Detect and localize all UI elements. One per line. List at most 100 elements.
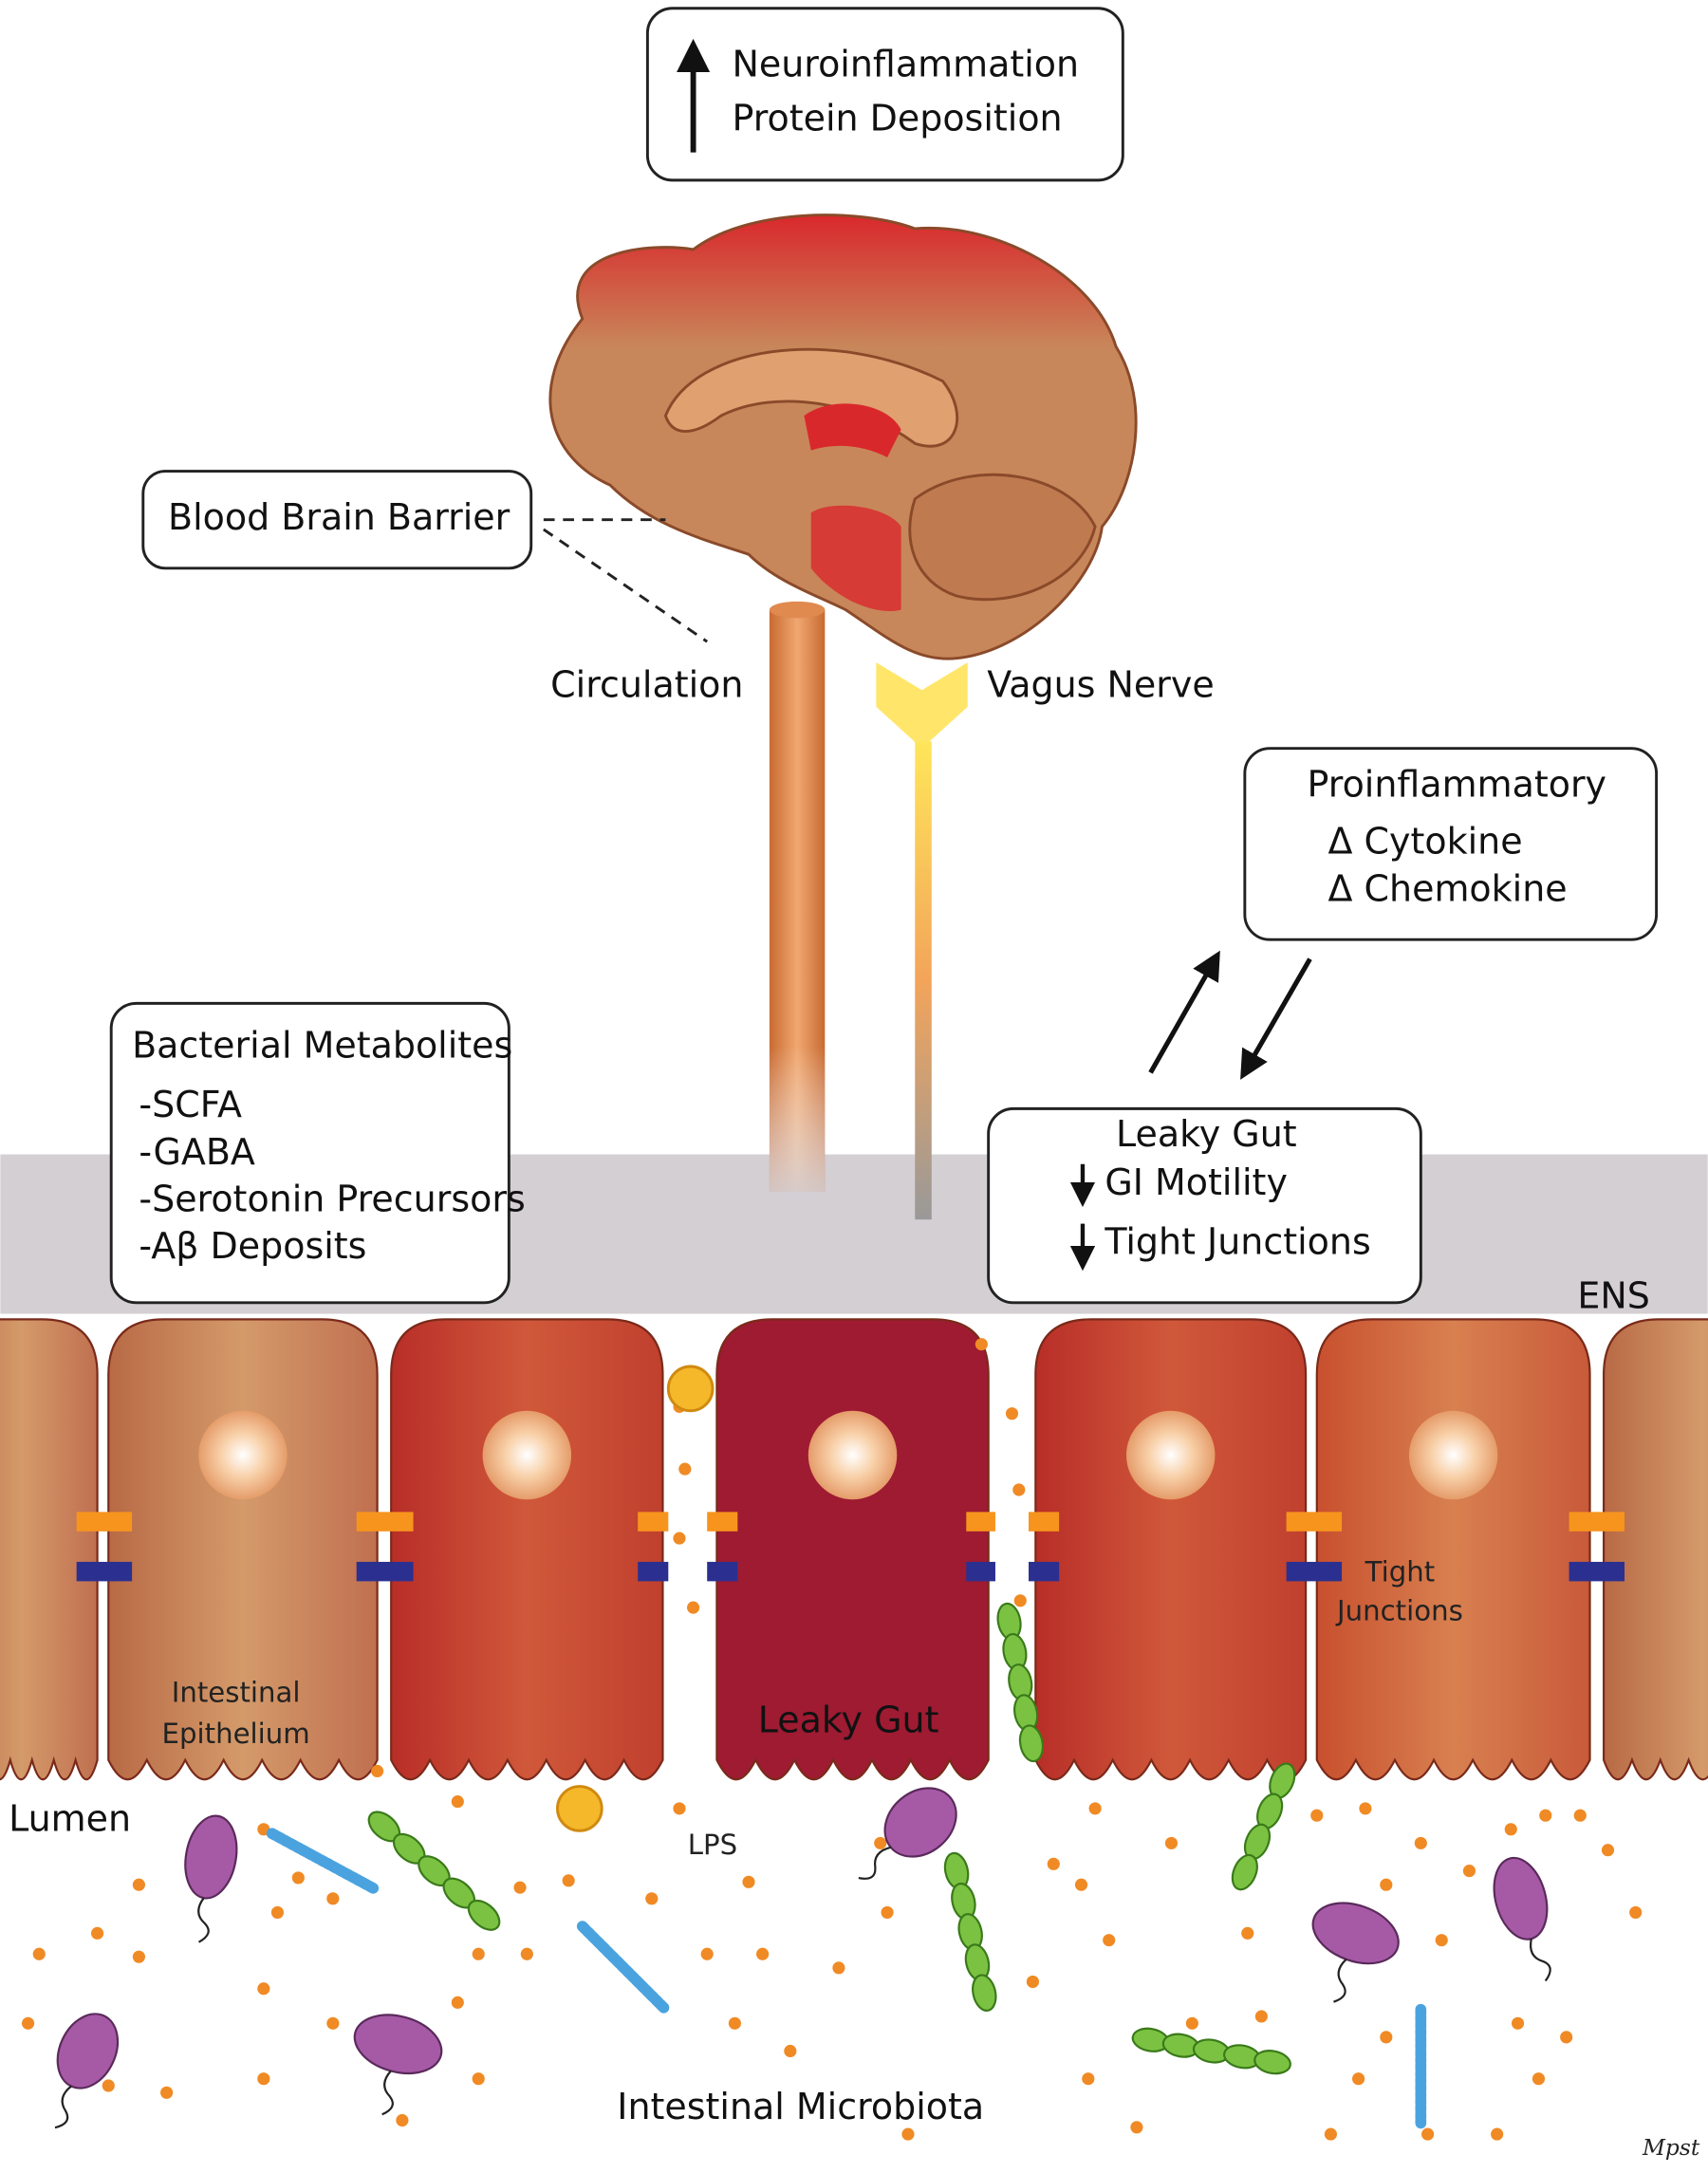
leaky-gut-cell xyxy=(715,1318,990,1781)
lps-dot xyxy=(1511,2016,1525,2030)
lps-dot xyxy=(1560,2031,1573,2044)
junction-blue-bar xyxy=(638,1561,669,1582)
lps-dot xyxy=(874,1836,887,1849)
blue-spiral-bacterium xyxy=(266,1828,381,1895)
lps-dot xyxy=(1012,1483,1026,1496)
cell-nucleus xyxy=(198,1410,288,1500)
leaky-gut-box: Leaky Gut GI Motility Tight Junctions xyxy=(987,1106,1422,1305)
cell-nucleus xyxy=(1125,1410,1216,1500)
lps-dot xyxy=(1074,1878,1088,1891)
junction-blue-bar xyxy=(76,1561,133,1582)
metabolite-item: -Aβ Deposits xyxy=(139,1225,366,1267)
flagellum xyxy=(54,2085,72,2129)
lps-dot xyxy=(881,1905,894,1920)
cell-nucleus xyxy=(1408,1410,1498,1500)
lps-dot xyxy=(520,1947,533,1960)
intestinal-epithelium xyxy=(0,1318,1708,1781)
tight-junctions xyxy=(76,1512,1625,1582)
lps-dot xyxy=(742,1875,755,1888)
bbb-label: Blood Brain Barrier xyxy=(168,496,511,538)
lps-dot xyxy=(756,1947,770,1960)
lps-dot xyxy=(645,1892,659,1905)
lps-dot xyxy=(1380,1878,1393,1891)
lps-dot xyxy=(513,1881,527,1894)
lps-dot xyxy=(562,1874,575,1887)
lps-dot xyxy=(472,2072,485,2086)
junction-blue-bar xyxy=(1286,1561,1343,1582)
lps-dot xyxy=(396,2113,409,2127)
lps-dot xyxy=(132,1878,145,1891)
leaky-gut-cell-label: Leaky Gut xyxy=(758,1699,939,1741)
chemokine-item: Δ Chemokine xyxy=(1327,867,1567,909)
proinflammatory-title: Proinflammatory xyxy=(1308,764,1606,806)
circulation-label: Circulation xyxy=(550,664,743,706)
cytokine-item: Δ Cytokine xyxy=(1327,821,1522,863)
junction-blue-bar xyxy=(966,1561,995,1582)
green-chain-bacterium xyxy=(1231,1853,1258,1891)
green-chain-bacterium xyxy=(972,1974,997,2012)
microbiota-label: Intestinal Microbiota xyxy=(617,2086,984,2127)
lps-dot xyxy=(1082,2072,1095,2086)
epithelium-label-line2: Epithelium xyxy=(162,1718,310,1750)
lps-dot xyxy=(32,1947,46,1960)
lumen-label: Lumen xyxy=(9,1797,131,1839)
neuroinflammation-text: Neuroinflammation xyxy=(732,43,1079,84)
junction-orange-bar xyxy=(1029,1512,1060,1532)
lps-dot xyxy=(1504,1823,1517,1836)
brain-effects-box: Neuroinflammation Protein Deposition xyxy=(645,7,1124,182)
lps-dot xyxy=(326,2016,340,2030)
artist-signature: Mpst xyxy=(1642,2134,1700,2161)
lps-dot xyxy=(1435,1934,1448,1947)
circulation-vessel xyxy=(769,601,826,1192)
lps-dot xyxy=(257,2072,270,2086)
bacterium-body xyxy=(1493,1856,1549,1941)
lps-dot xyxy=(1573,1809,1587,1822)
leaky-gut-title: Leaky Gut xyxy=(1116,1113,1297,1155)
junction-orange-bar xyxy=(707,1512,738,1532)
lps-dot xyxy=(1324,2127,1337,2141)
lps-dot xyxy=(700,1947,714,1960)
lps-dot xyxy=(160,2086,174,2099)
lps-dot xyxy=(1359,1802,1372,1815)
flagellum xyxy=(858,1846,892,1880)
junction-blue-bar xyxy=(707,1561,738,1582)
lps-dot xyxy=(1601,1844,1615,1857)
lps-dot xyxy=(1185,2016,1198,2030)
green-chain-bacterium xyxy=(467,1899,501,1931)
lps-dot xyxy=(1310,1809,1324,1822)
blue-spiral-bacterium xyxy=(576,1921,672,2015)
junction-orange-bar xyxy=(966,1512,995,1532)
lps-dot xyxy=(21,2016,35,2030)
lps-dot xyxy=(1241,1926,1254,1940)
purple-bacterium xyxy=(184,1814,238,1943)
lps-dot xyxy=(1380,2031,1393,2044)
lps-dot xyxy=(1130,2121,1143,2134)
epithelial-cell xyxy=(1603,1318,1708,1781)
metabolites-title: Bacterial Metabolites xyxy=(132,1024,512,1066)
lps-dot xyxy=(257,1982,270,1996)
lps-dot xyxy=(1013,1594,1027,1607)
gi-motility-item: GI Motility xyxy=(1105,1161,1288,1203)
green-chain-bacterium xyxy=(1018,1724,1045,1763)
lps-label: LPS xyxy=(688,1829,737,1861)
intestinal-bacteria xyxy=(54,1602,1551,2129)
lps-dot xyxy=(1629,1905,1643,1920)
lps-dot xyxy=(472,1947,485,1960)
purple-bacterium xyxy=(858,1787,957,1880)
lps-dot xyxy=(91,1926,104,1940)
lps-dot xyxy=(371,1764,384,1778)
lps-dot xyxy=(326,1892,340,1905)
junction-orange-bar xyxy=(1286,1512,1343,1532)
cell-nucleus xyxy=(482,1410,572,1500)
brain-illustration xyxy=(548,214,1138,660)
junction-blue-bar xyxy=(356,1561,414,1582)
lps-dot xyxy=(1462,1865,1476,1878)
bacterial-metabolites-box: Bacterial Metabolites -SCFA -GABA -Serot… xyxy=(109,1001,526,1305)
junction-blue-bar xyxy=(1569,1561,1625,1582)
lps-dot xyxy=(270,1905,285,1920)
lps-dot xyxy=(102,2079,115,2092)
blood-brain-barrier-box: Blood Brain Barrier xyxy=(141,470,709,643)
metabolite-item: -SCFA xyxy=(139,1084,242,1125)
purple-bacterium xyxy=(54,2013,120,2129)
junction-orange-bar xyxy=(76,1512,133,1532)
